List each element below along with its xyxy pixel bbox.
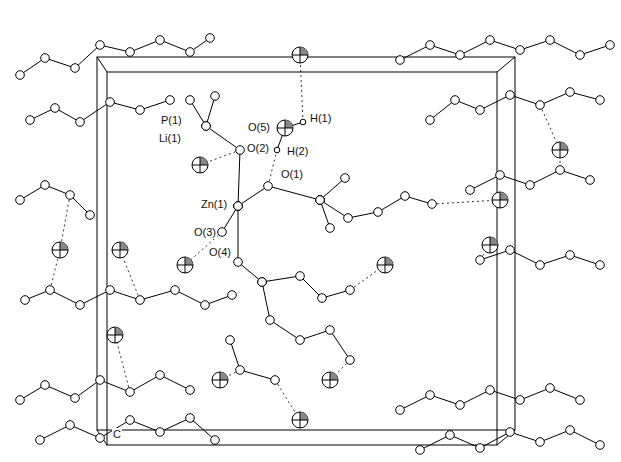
phosphate-chain [400, 388, 580, 410]
li-o-contact [540, 105, 560, 170]
li-o-contact [432, 200, 500, 204]
lithium-atom [492, 192, 508, 208]
axis-label: C [112, 428, 122, 441]
hydrogen-bond [300, 55, 303, 122]
atom-label: O(1) [280, 168, 304, 181]
zn-o-p-chain [206, 126, 320, 206]
lithium-atom [177, 257, 193, 273]
lithium-atom [112, 242, 128, 258]
large-atoms [52, 47, 568, 428]
li-o-contact [50, 195, 70, 290]
water-oxygen-atom [277, 120, 293, 136]
atom-label: O(2) [246, 142, 270, 155]
phosphate-chain [320, 196, 432, 218]
hydrogen-atom [300, 119, 306, 125]
bonds [20, 38, 610, 450]
unit-cell-front [107, 72, 497, 445]
water-oxygen-atom [482, 237, 498, 253]
water-oxygen-atom [107, 327, 123, 343]
phosphate-chain [20, 185, 90, 215]
atom-label: P(1) [160, 114, 183, 127]
unit-cell [97, 57, 515, 445]
atom-label: H(2) [286, 145, 309, 158]
phosphate-chain [430, 92, 600, 120]
phosphate-chain [400, 40, 610, 60]
phosphate-chain [20, 375, 190, 400]
hydrogen-bond [268, 150, 277, 186]
phosphate-tetrahedron [190, 96, 215, 126]
zn-o-p-chain [238, 206, 350, 298]
water-oxygen-atom [292, 412, 308, 428]
unit-cell-edge [497, 57, 515, 72]
hydrogen-bonds [50, 55, 560, 420]
unit-cell-back [97, 57, 515, 430]
li-o-contact [115, 335, 130, 392]
p-o-bond [320, 200, 330, 228]
phosphate-chain [30, 100, 170, 122]
phosphate-chain [480, 250, 600, 265]
phosphate-chain [20, 38, 210, 75]
lithium-atom [192, 157, 208, 173]
atom-label: O(4) [208, 246, 232, 259]
phosphate-chain [25, 290, 232, 305]
lithium-atom [377, 257, 393, 273]
lithium-atom [552, 142, 568, 158]
phosphate-chain [230, 340, 275, 380]
lithium-atom [212, 372, 228, 388]
phosphate-chain [40, 418, 215, 440]
phosphate-chain [262, 282, 350, 360]
water-oxygen-atom [292, 47, 308, 63]
phosphate-chain [470, 170, 590, 190]
p-o-bond [320, 178, 345, 200]
atom-label: Li(1) [158, 132, 182, 145]
hydrogen-atom [274, 147, 280, 153]
phosphate-chain [420, 430, 600, 450]
atom-label: O(5) [247, 121, 271, 134]
atom-label: Zn(1) [200, 198, 228, 211]
atom-label: O(3) [193, 226, 217, 239]
lithium-atom [322, 372, 338, 388]
atom-label: H(1) [309, 112, 332, 125]
lithium-atom [52, 242, 68, 258]
unit-cell-edge [97, 57, 107, 72]
